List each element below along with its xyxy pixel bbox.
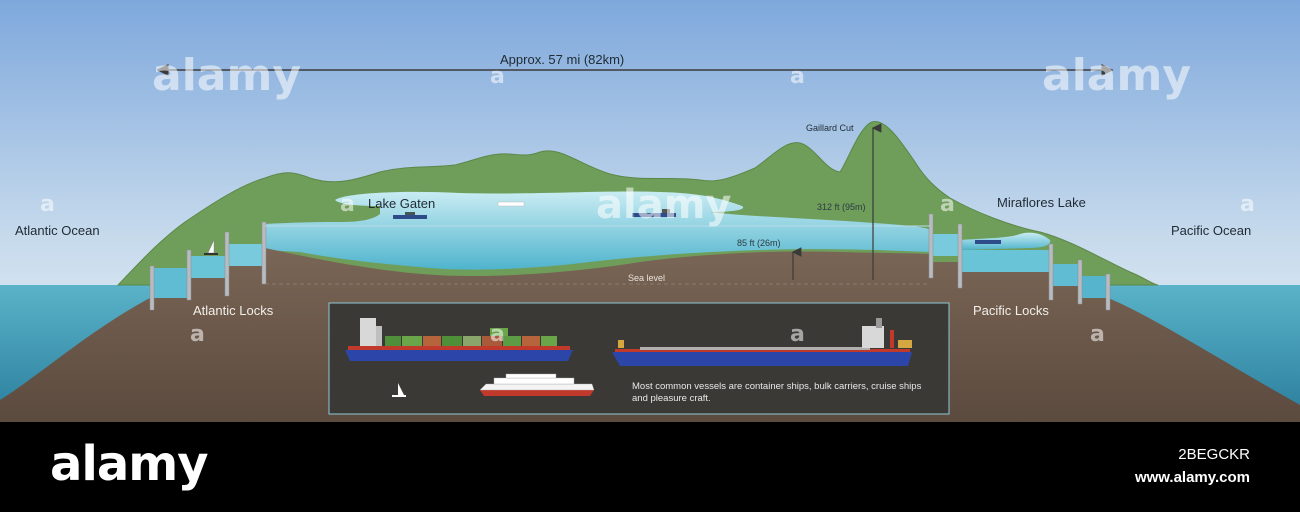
- watermark-mark-9: a: [790, 322, 805, 347]
- pacific-lock-chamber-2: [962, 250, 1050, 272]
- watermark-right: alamy: [1042, 50, 1191, 101]
- pacific-ocean-label: Pacific Ocean: [1171, 223, 1252, 238]
- bulk-carrier: [612, 318, 912, 366]
- watermark-mark-3: a: [40, 192, 55, 217]
- lake-gaten-water: [265, 191, 930, 270]
- atlantic-lock-chamber-1: [152, 268, 188, 298]
- watermark-left: alamy: [152, 50, 301, 101]
- pacific-locks-label: Pacific Locks: [973, 303, 1049, 318]
- sailboat-atlantic: [204, 239, 218, 255]
- watermark-mark-2: a: [790, 64, 805, 89]
- ship-miraflores: [975, 240, 1001, 244]
- atlantic-lock-gates: [149, 221, 267, 311]
- pacific-lock-chamber-4: [1082, 276, 1108, 298]
- container-ship: [345, 318, 573, 361]
- distance-label: Approx. 57 mi (82km): [500, 52, 625, 67]
- atlantic-lock-chamber-3: [229, 244, 265, 266]
- lake-gaten-label: Lake Gaten: [368, 196, 436, 211]
- cruise-ship: [479, 373, 595, 396]
- pacific-lock-chamber-1: [932, 234, 960, 256]
- pacific-lock-chamber-3: [1052, 264, 1080, 286]
- miraflores-lake-label: Miraflores Lake: [997, 195, 1086, 210]
- watermark-mark-4: a: [340, 192, 355, 217]
- alamy-logo: alamy: [50, 436, 209, 492]
- site-url: www.alamy.com: [1134, 469, 1250, 486]
- atlantic-lock-chamber-2: [190, 256, 227, 278]
- ship-lake-gaten-2: [632, 209, 676, 217]
- pleasure-sailboat: [392, 383, 406, 397]
- miraflores-lake-water: [960, 232, 1051, 250]
- watermark-mark-5: a: [940, 192, 955, 217]
- image-id: 2BEGCKR: [1178, 446, 1250, 463]
- watermark-mark-1: a: [490, 64, 505, 89]
- cruise-ship-lake-gaten: [497, 201, 525, 207]
- watermark-mark-10: a: [1090, 322, 1105, 347]
- watermark-mark-8: a: [490, 322, 505, 347]
- pacific-lock-gates: [928, 213, 1111, 311]
- canal-cross-section: [0, 0, 1300, 422]
- ship-lake-gaten-1: [393, 212, 427, 219]
- vessel-inset-caption: Most common vessels are container ships,…: [632, 381, 922, 404]
- height-312-label: 312 ft (95m): [817, 202, 866, 212]
- sea-level-label: Sea level: [628, 273, 666, 283]
- watermark-mark-6: a: [1240, 192, 1255, 217]
- atlantic-ocean-label: Atlantic Ocean: [15, 223, 100, 238]
- watermark-center: alamy: [596, 182, 732, 228]
- gaillard-cut-label: Gaillard Cut: [806, 123, 854, 133]
- watermark-mark-7: a: [190, 322, 205, 347]
- height-85-label: 85 ft (26m): [737, 238, 781, 248]
- atlantic-locks-label: Atlantic Locks: [193, 303, 274, 318]
- footer-bar: [0, 422, 1300, 512]
